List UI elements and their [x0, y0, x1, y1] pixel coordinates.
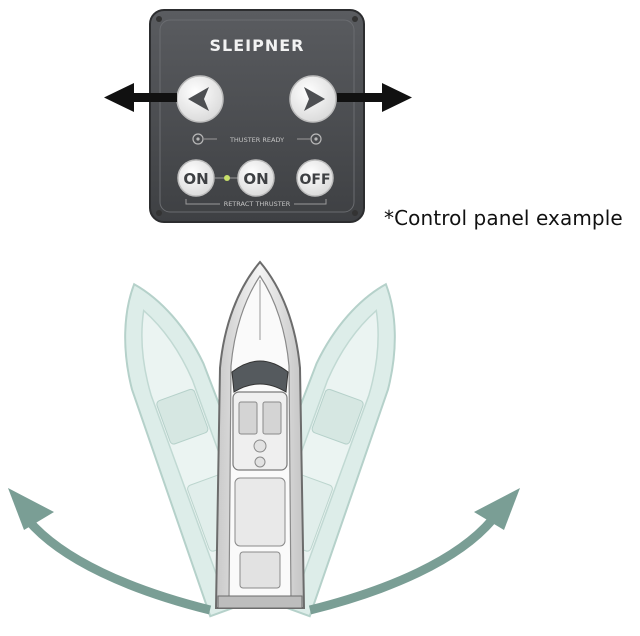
aft-deck [234, 477, 286, 547]
on-button-left[interactable]: ON [177, 159, 215, 197]
right-direction-arrow [337, 83, 412, 112]
svg-text:ON: ON [243, 170, 268, 188]
stern-platform [239, 551, 281, 589]
retract-thruster-label: RETRACT THRUSTER [224, 200, 291, 208]
svg-text:ON: ON [183, 170, 208, 188]
on-button-right[interactable]: ON [237, 159, 275, 197]
retract-thruster-row: RETRACT THRUSTER [185, 199, 327, 208]
helm-wheel [253, 439, 267, 453]
panel-bezel [159, 19, 355, 213]
thruster-ready-indicator-row: THUSTER READY [192, 133, 322, 145]
rotation-arrow-right [308, 488, 520, 615]
left-direction-arrow [104, 83, 177, 112]
main-boat [214, 260, 306, 609]
port-thrust-button[interactable] [176, 75, 224, 123]
power-led [224, 175, 230, 181]
control-panel: SLEIPNER THUSTER READY [149, 9, 365, 223]
off-button[interactable]: OFF [296, 159, 334, 197]
rotation-arrow-left [8, 488, 212, 615]
screw [352, 16, 358, 22]
screw [352, 210, 358, 216]
transom [217, 595, 303, 609]
arrow-right-icon [304, 87, 325, 111]
arrow-left-icon [188, 87, 209, 111]
starboard-thrust-button[interactable] [289, 75, 337, 123]
windshield [231, 360, 289, 393]
caption-control-panel-example: *Control panel example [384, 206, 623, 230]
panel-brand: SLEIPNER [210, 36, 305, 55]
screw [156, 16, 162, 22]
svg-text:OFF: OFF [299, 172, 330, 188]
helm-console [254, 456, 266, 468]
screw [156, 210, 162, 216]
seat-right [262, 401, 282, 435]
seat-left [238, 401, 258, 435]
thruster-ready-label: THUSTER READY [229, 136, 284, 144]
